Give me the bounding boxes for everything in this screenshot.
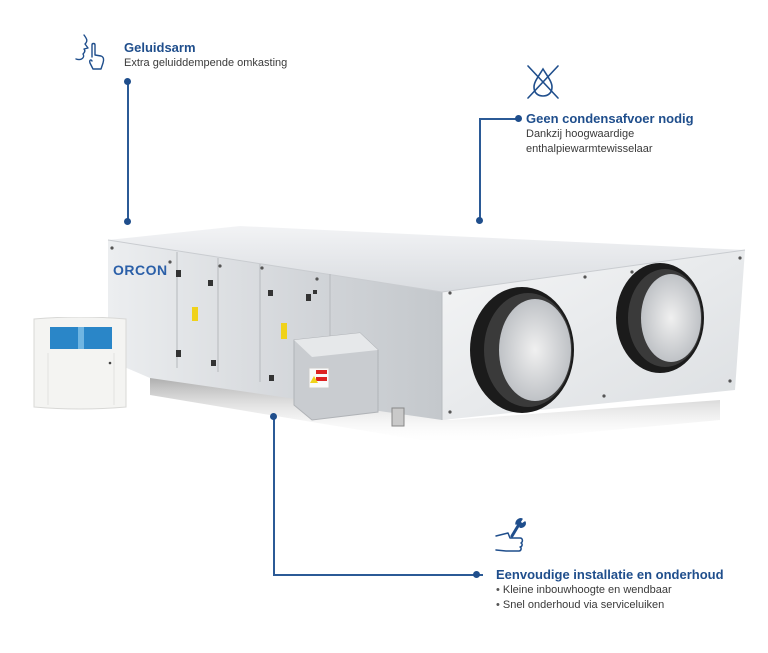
feature-title: Geen condensafvoer nodig <box>526 111 694 126</box>
feature-bullet: •Kleine inbouwhoogte en wendbaar <box>496 584 672 596</box>
callout-line-installatie-h <box>273 574 483 576</box>
quiet-gesture-icon <box>74 33 116 75</box>
wrench-hand-icon <box>494 516 534 556</box>
callout-line-condens-h <box>479 118 519 120</box>
callout-line-geluidsarm <box>127 81 129 221</box>
feature-bullet: •Snel onderhoud via serviceluiken <box>496 599 665 611</box>
feature-title: Geluidsarm <box>124 40 196 55</box>
callout-dot <box>476 217 483 224</box>
callout-dot <box>515 115 522 122</box>
callout-line-installatie-v <box>273 416 275 574</box>
wall-control-panel <box>32 316 128 413</box>
callout-dot <box>124 218 131 225</box>
feature-condensafvoer: Geen condensafvoer nodig Dankzij hoogwaa… <box>526 111 694 157</box>
feature-geluidsarm: Geluidsarm Extra geluiddempende omkastin… <box>124 40 287 71</box>
feature-description: enthalpiewarmtewisselaar <box>526 143 653 155</box>
brand-logo: ORCON <box>113 262 168 278</box>
no-drop-icon <box>524 63 562 101</box>
feature-installatie: Eenvoudige installatie en onderhoud •Kle… <box>496 567 724 613</box>
callout-dot <box>473 571 480 578</box>
feature-description: Extra geluiddempende omkasting <box>124 57 288 69</box>
callout-dot <box>124 78 131 85</box>
callout-dot <box>270 413 277 420</box>
feature-title: Eenvoudige installatie en onderhoud <box>496 567 724 582</box>
feature-description: Dankzij hoogwaardige <box>526 128 635 140</box>
callout-line-condens-v <box>479 118 481 220</box>
